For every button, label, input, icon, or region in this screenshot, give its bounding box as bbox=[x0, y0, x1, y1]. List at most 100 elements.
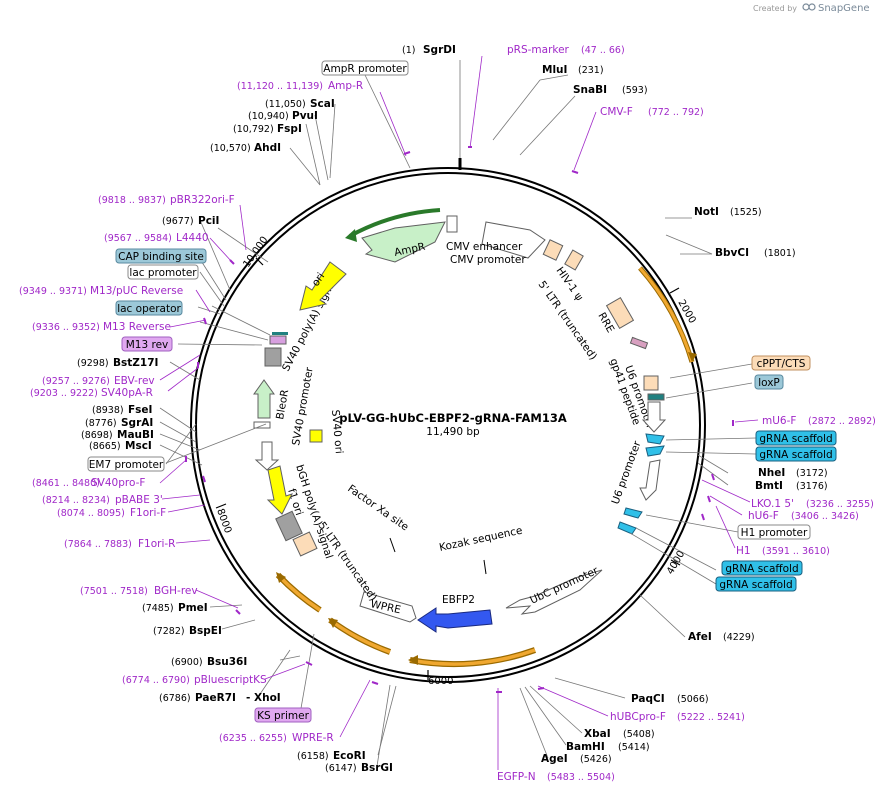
feature-u6-arrow-1 bbox=[641, 401, 667, 433]
primer-l4440-name: L4440 bbox=[176, 232, 209, 244]
site-paer7i-name: PaeR7I bbox=[195, 692, 236, 704]
primer-ebv-rev[interactable]: (9257 .. 9276) EBV-rev bbox=[42, 375, 155, 387]
primer-mu6-f[interactable]: mU6-F (2872 .. 2892) bbox=[762, 415, 876, 427]
badge-em7-promoter-label: EM7 promoter bbox=[89, 459, 164, 471]
primer-h1-pos: (3591 .. 3610) bbox=[762, 546, 830, 557]
site-pmei-name: PmeI bbox=[178, 602, 208, 614]
feature-cppt-arrowhead bbox=[688, 352, 697, 362]
site-paqci-pos: (5066) bbox=[677, 694, 709, 705]
badge-m13-rev[interactable]: M13 rev bbox=[121, 336, 173, 352]
site-fsei[interactable]: (8938) FseI bbox=[92, 404, 152, 416]
primer-bgh-rev[interactable]: (7501 .. 7518) BGH-rev bbox=[80, 585, 198, 597]
primer-m13-reverse[interactable]: (9336 .. 9352) M13 Reverse bbox=[32, 321, 171, 333]
site-sgrdi[interactable]: (1) SgrDI bbox=[402, 44, 456, 56]
primer-h1[interactable]: H1 (3591 .. 3610) bbox=[736, 545, 830, 557]
badge-grna-scaffold-2-label: gRNA scaffold bbox=[759, 449, 832, 461]
plasmid-name: pLV-GG-hUbC-EBPF2-gRNA-FAM13A bbox=[339, 411, 567, 425]
site-bmti[interactable]: BmtI (3176) bbox=[755, 480, 828, 492]
primer-pbr322ori-f[interactable]: (9818 .. 9837) pBR322ori-F bbox=[98, 194, 235, 206]
site-maubi[interactable]: (8698) MauBI bbox=[81, 429, 154, 441]
site-snabi[interactable]: SnaBI (593) bbox=[573, 84, 648, 96]
site-mlui[interactable]: MluI (231) bbox=[542, 64, 604, 76]
badge-grna-scaffold-3[interactable]: gRNA scaffold bbox=[721, 560, 803, 576]
badge-ks-primer[interactable]: KS primer bbox=[254, 707, 312, 723]
site-bstz17i-pos: (9298) bbox=[77, 358, 109, 369]
primer-hu6-f[interactable]: hU6-F (3406 .. 3426) bbox=[748, 510, 859, 522]
primer-l4440[interactable]: (9567 .. 9584) L4440 bbox=[104, 232, 209, 244]
site-bamhi[interactable]: BamHI (5414) bbox=[566, 741, 650, 753]
site-scai-pos: (11,050) bbox=[265, 99, 306, 110]
site-noti[interactable]: NotI (1525) bbox=[694, 206, 762, 218]
badge-em7-promoter[interactable]: EM7 promoter bbox=[87, 456, 165, 472]
primer-sv40pa-r[interactable]: (9203 .. 9222) SV40pA-R bbox=[30, 387, 153, 399]
site-bamhi-pos: (5414) bbox=[618, 742, 650, 753]
primer-sv40pro-f[interactable]: (8461 .. 8480) SV40pro-F bbox=[32, 477, 145, 489]
primer-f1ori-f-pos: (8074 .. 8095) bbox=[57, 508, 125, 519]
site-msci-name: MscI bbox=[125, 440, 152, 452]
site-fspi[interactable]: (10,792) FspI bbox=[233, 123, 302, 135]
site-fsei-pos: (8938) bbox=[92, 405, 124, 416]
site-sgrai[interactable]: (8776) SgrAI bbox=[85, 417, 153, 429]
site-msci[interactable]: (8665) MscI bbox=[89, 440, 152, 452]
primer-wpre-r[interactable]: (6235 .. 6255) WPRE-R bbox=[219, 732, 334, 744]
primer-lko1[interactable]: LKO.1 5' (3236 .. 3255) bbox=[751, 498, 874, 510]
site-ecori[interactable]: (6158) EcoRI bbox=[297, 750, 366, 762]
primer-f1ori-r[interactable]: (7864 .. 7883) F1ori-R bbox=[64, 538, 175, 550]
badge-grna-scaffold-3-label: gRNA scaffold bbox=[725, 563, 798, 575]
badge-lac-operator-label: lac operator bbox=[117, 303, 181, 315]
primer-f1ori-f[interactable]: (8074 .. 8095) F1ori-F bbox=[57, 507, 166, 519]
site-mlui-name: MluI bbox=[542, 64, 567, 76]
site-afei-pos: (4229) bbox=[723, 632, 755, 643]
primer-hubcpro-f-name: hUBCpro-F bbox=[610, 711, 666, 723]
badge-cppt[interactable]: cPPT/CTS bbox=[751, 355, 811, 371]
badge-lac-promoter[interactable]: lac promoter bbox=[127, 264, 199, 280]
primer-amp-r[interactable]: (11,120 .. 11,139) Amp-R bbox=[237, 80, 363, 92]
primer-prs-marker[interactable]: pRS-marker (47 .. 66) bbox=[507, 44, 625, 56]
site-xbai-pos: (5408) bbox=[623, 729, 655, 740]
site-fspi-name: FspI bbox=[277, 123, 302, 135]
badge-grna-scaffold-4[interactable]: gRNA scaffold bbox=[715, 576, 797, 592]
site-paqci[interactable]: PaqCI (5066) bbox=[631, 693, 709, 705]
site-bbvci[interactable]: BbvCI (1801) bbox=[715, 247, 796, 259]
primer-pbabe3[interactable]: (8214 .. 8234) pBABE 3' bbox=[42, 494, 163, 506]
primer-cmv-f[interactable]: CMV-F (772 .. 792) bbox=[600, 106, 704, 118]
site-ahdi[interactable]: (10,570) AhdI bbox=[210, 142, 281, 154]
primer-egfp-n[interactable]: EGFP-N (5483 .. 5504) bbox=[497, 771, 615, 783]
badge-grna-scaffold-2[interactable]: gRNA scaffold bbox=[755, 446, 837, 462]
site-nhei[interactable]: NheI (3172) bbox=[758, 467, 828, 479]
badge-lac-promoter-label: lac promoter bbox=[129, 267, 197, 279]
badge-grna-scaffold-1[interactable]: gRNA scaffold bbox=[755, 430, 837, 446]
primer-pbr322ori-f-pos: (9818 .. 9837) bbox=[98, 195, 166, 206]
badge-cap-site[interactable]: CAP binding site bbox=[115, 248, 207, 264]
primer-amp-r-pos: (11,120 .. 11,139) bbox=[237, 81, 323, 92]
badge-loxp[interactable]: loxP bbox=[754, 374, 784, 390]
site-scai[interactable]: (11,050) ScaI bbox=[265, 98, 335, 110]
primer-mu6-f-pos: (2872 .. 2892) bbox=[808, 416, 876, 427]
primer-hubcpro-f[interactable]: hUBCpro-F (5222 .. 5241) bbox=[610, 711, 745, 723]
badge-lac-operator[interactable]: lac operator bbox=[115, 300, 183, 316]
site-fspi-pos: (10,792) bbox=[233, 124, 274, 135]
site-pmei[interactable]: (7485) PmeI bbox=[142, 602, 208, 614]
site-agei[interactable]: AgeI (5426) bbox=[541, 753, 612, 765]
site-bstz17i[interactable]: (9298) BstZ17I bbox=[77, 357, 158, 369]
site-bspei[interactable]: (7282) BspEI bbox=[153, 625, 222, 637]
site-pcii[interactable]: (9677) PciI bbox=[162, 215, 219, 227]
site-pcii-pos: (9677) bbox=[162, 216, 194, 227]
badge-loxp-label: loxP bbox=[758, 377, 780, 389]
feature-cppt-box bbox=[643, 375, 659, 391]
tick-10000: 10,000 bbox=[241, 235, 270, 270]
primer-m13-puc-reverse[interactable]: (9349 .. 9371) M13/pUC Reverse bbox=[19, 285, 183, 297]
site-afei[interactable]: AfeI (4229) bbox=[688, 631, 755, 643]
site-bsrgi[interactable]: (6147) BsrGI bbox=[325, 762, 393, 774]
badge-h1-promoter[interactable]: H1 promoter bbox=[737, 524, 811, 540]
site-xbai[interactable]: XbaI (5408) bbox=[584, 728, 655, 740]
site-nhei-name: NheI bbox=[758, 467, 785, 479]
site-bsu36i[interactable]: (6900) Bsu36I bbox=[171, 656, 247, 668]
badge-ampr-promoter[interactable]: AmpR promoter bbox=[321, 60, 409, 76]
primer-pbluescriptks[interactable]: (6774 .. 6790) pBluescriptKS bbox=[122, 674, 267, 686]
site-pvui[interactable]: (10,940) PvuI bbox=[248, 110, 318, 122]
site-bsu36i-pos: (6900) bbox=[171, 657, 203, 668]
site-paer7i[interactable]: (6786) PaeR7I - XhoI bbox=[159, 692, 281, 704]
badge-grna-scaffold-1-label: gRNA scaffold bbox=[759, 433, 832, 445]
